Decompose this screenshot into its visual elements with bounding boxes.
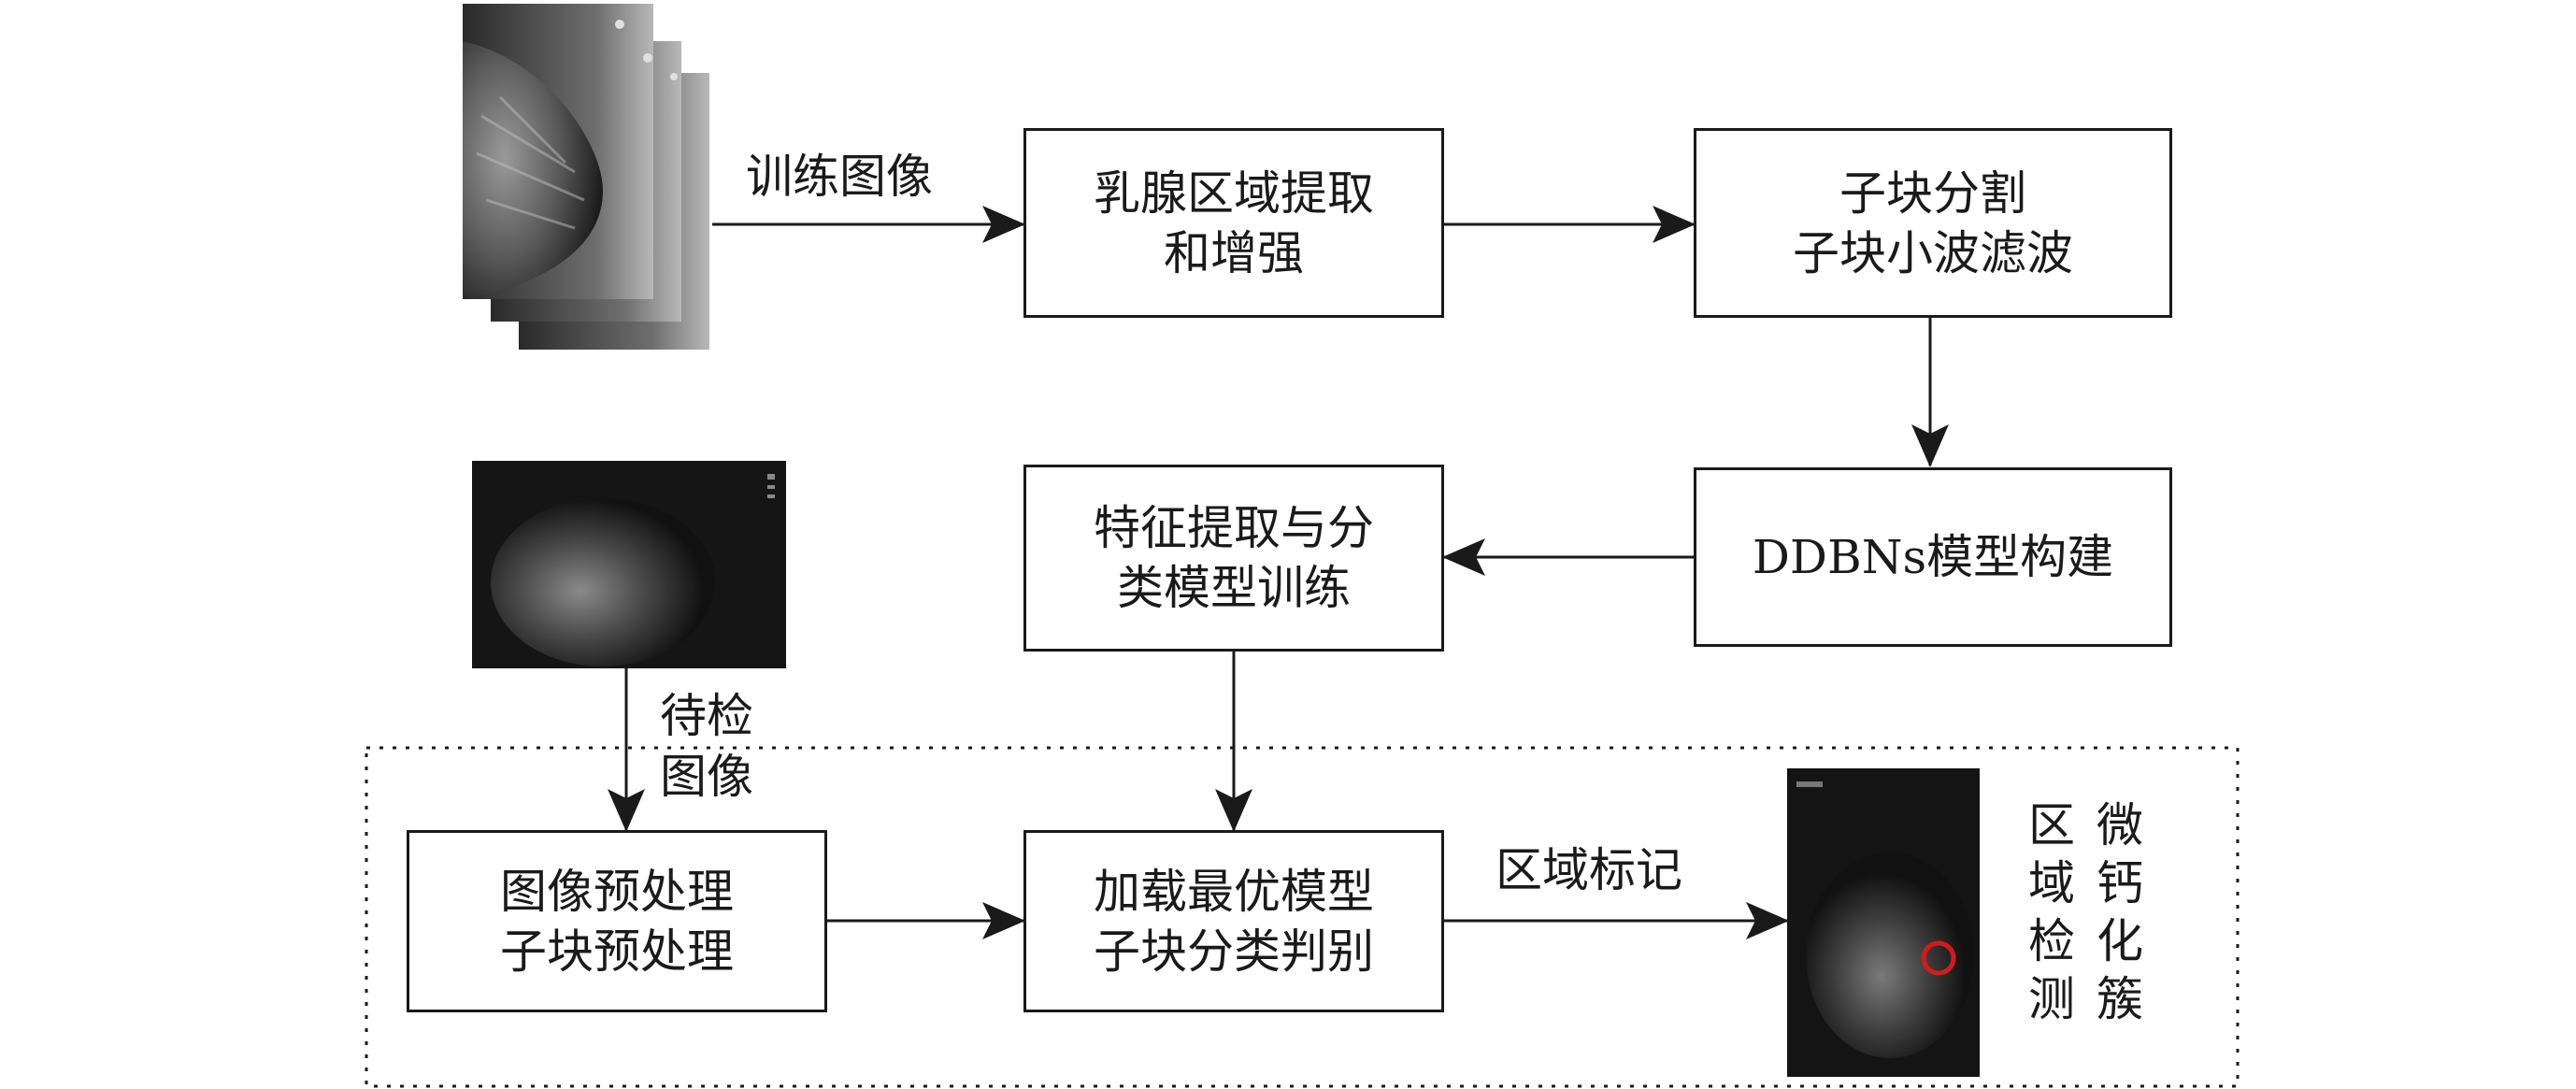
node-load-model: 加载最优模型 子块分类判别: [1023, 830, 1444, 1012]
node-subblock-line2: 子块小波滤波: [1793, 225, 2073, 280]
node-load-model-line2: 子块分类判别: [1094, 924, 1374, 979]
node-preprocess: 图像预处理 子块预处理: [407, 830, 827, 1012]
edge-label-train-images: 训练图像: [746, 150, 933, 204]
result-label-col1-char: 区: [2028, 798, 2075, 853]
result-label-col2-char: 钙: [2097, 856, 2143, 910]
node-preprocess-line1: 图像预处理: [500, 864, 734, 919]
node-gland-extract-line2: 和增强: [1164, 225, 1304, 280]
result-label-col2: 微 钙 化 簇: [2092, 796, 2148, 1028]
training-mammogram-stack: [463, 4, 715, 351]
edge-label-test-image-1: 待检: [660, 689, 753, 743]
result-label-col1-char: 域: [2028, 856, 2075, 910]
test-mammogram: [472, 461, 786, 668]
node-feature-line1: 特征提取与分: [1094, 501, 1374, 555]
result-label-col1-char: 测: [2028, 972, 2075, 1026]
node-feature-line2: 类模型训练: [1117, 561, 1351, 615]
result-label-col2-char: 簇: [2097, 972, 2143, 1026]
node-subblock-line1: 子块分割: [1839, 165, 2026, 221]
node-preprocess-line2: 子块预处理: [500, 924, 734, 979]
node-ddbns: DDBNs模型构建: [1694, 467, 2172, 647]
result-label-col2-char: 化: [2097, 914, 2143, 968]
result-label-col2-char: 微: [2097, 798, 2143, 853]
test-mammogram-image-icon: [472, 461, 786, 668]
detection-circle-icon: [1921, 940, 1956, 976]
edge-label-region-mark: 区域标记: [1496, 843, 1682, 897]
result-label-col1: 区 域 检 测: [2024, 796, 2080, 1028]
edge-label-test-image-2: 图像: [660, 750, 753, 804]
node-load-model-line1: 加载最优模型: [1094, 864, 1374, 919]
node-ddbns-line1: DDBNs模型构建: [1752, 530, 2114, 584]
node-subblock: 子块分割 子块小波滤波: [1694, 128, 2172, 318]
result-label-col1-char: 检: [2028, 914, 2075, 968]
result-mammogram-image-icon: [1787, 768, 1980, 1077]
node-gland-extract-line1: 乳腺区域提取: [1094, 165, 1374, 221]
mammogram-image-icon: [463, 4, 709, 350]
node-gland-extract: 乳腺区域提取 和增强: [1023, 128, 1444, 318]
node-feature: 特征提取与分 类模型训练: [1023, 465, 1444, 652]
result-mammogram: [1787, 768, 1980, 1077]
